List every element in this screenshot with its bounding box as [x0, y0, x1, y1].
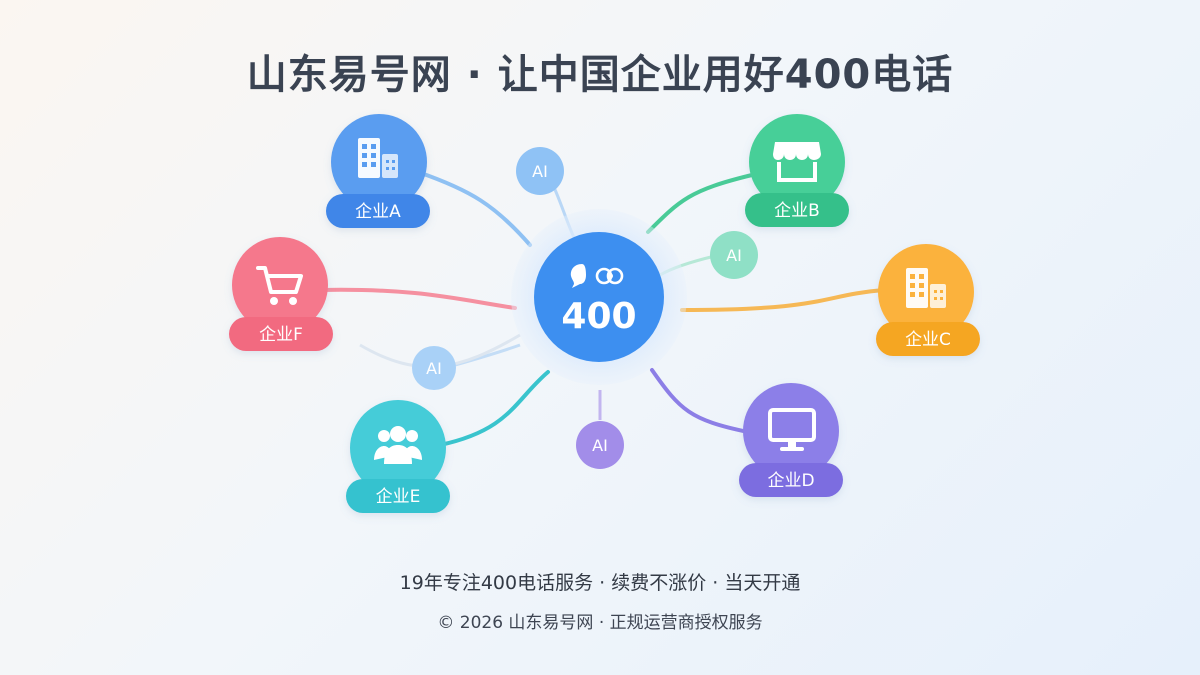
- node-e-pill: [346, 479, 450, 513]
- chat-person-icon: [570, 264, 586, 288]
- enterprise-node-d: 企业D: [739, 383, 843, 497]
- svg-text:AI: AI: [426, 359, 442, 378]
- ai-badge-3: AI: [412, 346, 456, 390]
- node-d-pill: [739, 463, 843, 497]
- office-building-icon: [906, 268, 946, 308]
- shopping-cart-icon: [256, 266, 303, 305]
- ai-badge-4: AI: [576, 421, 624, 469]
- footer-tagline: 19年专注400电话服务 · 续费不涨价 · 当天开通: [399, 572, 801, 594]
- svg-text:AI: AI: [726, 246, 742, 265]
- node-f-circle: [232, 237, 328, 333]
- enterprise-node-e: 企业E: [346, 400, 450, 513]
- office-building-icon: [358, 138, 398, 178]
- svg-text:AI: AI: [592, 436, 608, 455]
- node-d-circle: [743, 383, 839, 479]
- connector-f: [318, 287, 517, 310]
- svg-text:AI: AI: [532, 162, 548, 181]
- node-c-pill: [876, 322, 980, 356]
- connector-d: [650, 368, 750, 434]
- connector-b: [646, 173, 754, 234]
- storefront-icon: [773, 142, 821, 182]
- node-a-label: 企业A: [355, 202, 401, 222]
- connector-a: [416, 170, 532, 247]
- node-f-pill: [229, 317, 333, 351]
- ai-badge-2: AI: [710, 231, 758, 279]
- hub-node: 400: [511, 209, 687, 385]
- enterprise-node-a: 企业A: [326, 114, 430, 228]
- user-group-icon: [374, 426, 422, 464]
- node-e-label: 企业E: [376, 487, 421, 507]
- node-b-circle: [749, 114, 845, 210]
- hub-label: 400: [561, 296, 636, 337]
- footer-copyright: © 2026 山东易号网 · 正规运营商授权服务: [437, 613, 763, 633]
- node-b-label: 企业B: [774, 201, 820, 221]
- page-title: 山东易号网 · 让中国企业用好400电话: [246, 52, 954, 98]
- enterprise-node-c: 企业C: [876, 244, 980, 356]
- ai-badge-1: AI: [516, 147, 564, 195]
- connector-e: [438, 370, 550, 447]
- connector-c: [680, 288, 887, 312]
- node-c-label: 企业C: [905, 330, 951, 350]
- enterprise-node-b: 企业B: [745, 114, 849, 227]
- node-d-label: 企业D: [767, 471, 814, 491]
- signal-rings-icon: [595, 267, 624, 285]
- node-b-pill: [745, 193, 849, 227]
- node-f-label: 企业F: [259, 325, 303, 345]
- monitor-icon: [768, 408, 816, 451]
- enterprise-node-f: 企业F: [229, 237, 333, 351]
- node-a-pill: [326, 194, 430, 228]
- hub-circle: [534, 232, 664, 362]
